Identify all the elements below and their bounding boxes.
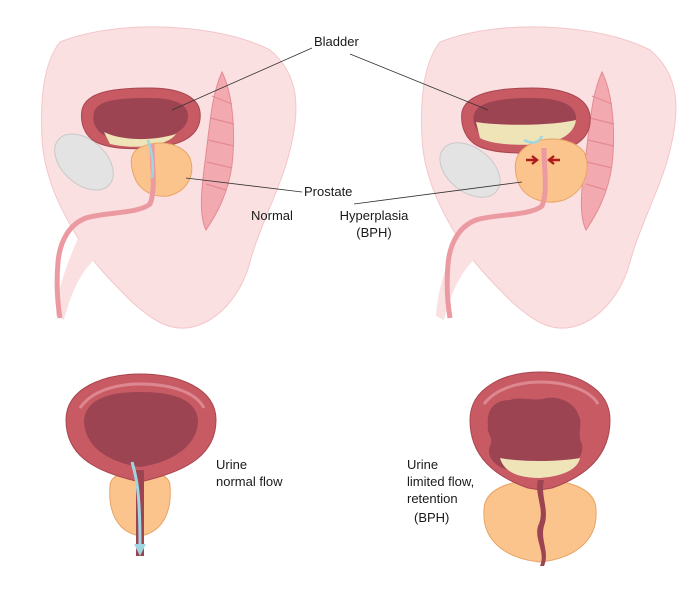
bladder-wall-highlight-bph [482, 380, 600, 405]
rectum-folds-normal [205, 95, 235, 191]
urine-normal-label-line1: Urine [216, 457, 248, 472]
bladder-inner-normal [93, 98, 188, 140]
normal-label: Normal [251, 208, 293, 223]
rectum-folds-bph [585, 95, 615, 191]
urethra-bph [444, 147, 548, 319]
prostate-leader-right [353, 181, 523, 205]
bladder-label: Bladder [314, 34, 359, 49]
urine-retention-detail-bph [500, 458, 580, 478]
urine-limited-label-line1: Urine [407, 457, 439, 472]
bladder-leader-left [171, 47, 313, 111]
normal-anatomy-section [41, 26, 297, 329]
bph-top-label: (BPH) [356, 225, 392, 240]
urethra-normal [54, 143, 156, 319]
pelvic-bone-normal [54, 133, 114, 191]
prostate-leader-left [185, 177, 303, 193]
bladder-wall-highlight-normal [78, 382, 206, 409]
hyperplasia-label: Hyperplasia [339, 208, 409, 223]
urine-flow-bph [523, 135, 544, 144]
urine-normal-label-line2: normal flow [216, 474, 283, 489]
bladder-inner-detail-bph [487, 397, 583, 473]
bph-anatomy-section [421, 26, 677, 329]
leg-normal [56, 238, 96, 320]
bladder-leader-right [349, 53, 489, 111]
urethra-detail-bph [537, 480, 546, 566]
urine-limited-label-line3: retention [407, 491, 458, 506]
urine-flow-detail-normal [130, 461, 142, 549]
pelvic-bone-bph [439, 142, 501, 198]
urine-limited-label-line2: limited flow, [407, 474, 475, 489]
urine-flow-normal [146, 139, 155, 179]
prostate-label: Prostate [304, 184, 353, 199]
rectum-normal [200, 70, 234, 231]
prostate-bph [514, 138, 588, 203]
compression-arrow-left [526, 155, 539, 165]
bladder-inner-detail-normal [84, 392, 198, 467]
leader-lines [171, 47, 523, 205]
bph-bladder-detail [469, 371, 611, 566]
prostate-normal [130, 142, 193, 197]
bph-bottom-label: (BPH) [414, 510, 450, 525]
compression-arrow-right [547, 155, 560, 165]
normal-bladder-detail [65, 373, 217, 556]
urine-flow-arrowhead [134, 544, 146, 556]
